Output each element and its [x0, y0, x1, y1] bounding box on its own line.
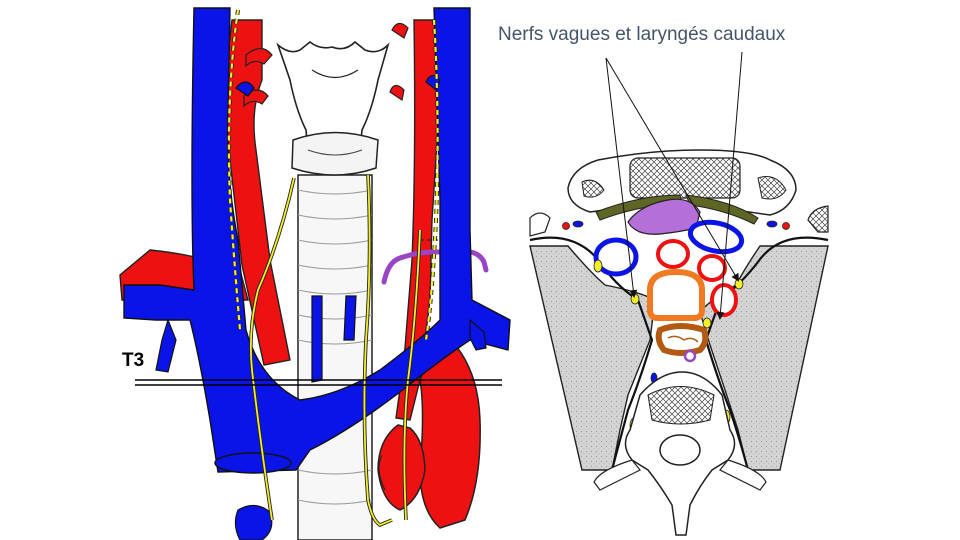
int-thoracic-vein-right	[573, 221, 583, 227]
brachiocephalic-trunk	[658, 241, 688, 267]
right-vagus-nerve	[594, 260, 602, 272]
rib-right-fragment	[808, 206, 828, 232]
larynx	[278, 42, 388, 175]
trachea-section	[650, 272, 702, 318]
rib-left-fragment	[530, 213, 550, 236]
azygos-vein	[685, 351, 695, 361]
int-thoracic-vein-left	[767, 221, 777, 227]
spinal-canal	[660, 435, 700, 465]
caption-label: Nerfs vagues et laryngés caudaux	[498, 24, 785, 46]
left-subclavian-artery	[712, 285, 736, 315]
int-thoracic-artery-right	[563, 223, 570, 230]
right-recurrent-nerve	[631, 294, 639, 304]
anterior-view	[120, 8, 510, 540]
left-common-carotid	[699, 256, 725, 280]
left-recurrent-nerve	[703, 318, 711, 328]
trachea	[298, 175, 372, 540]
t3-level-label: T3	[122, 350, 144, 372]
right-brachiocephalic-vein	[596, 240, 636, 274]
axial-section	[530, 52, 828, 535]
left-vagus-nerve	[735, 279, 743, 289]
int-thoracic-artery-left	[783, 223, 790, 230]
left-brachiocephalic-vein	[688, 218, 745, 256]
